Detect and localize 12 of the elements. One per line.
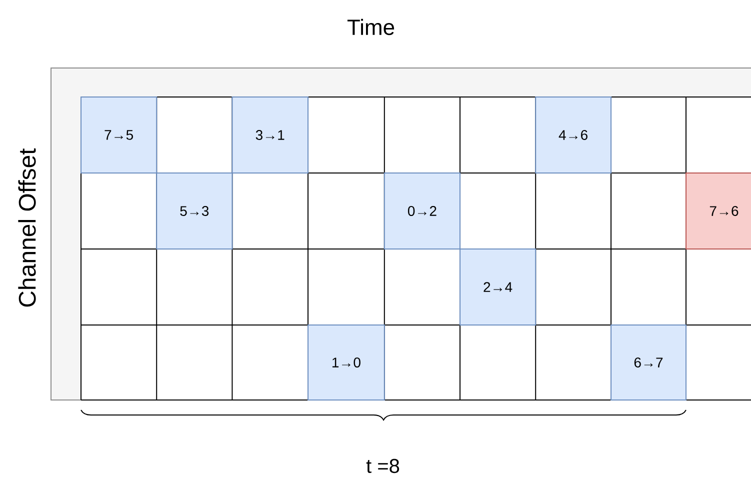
axis-title: Time — [347, 18, 394, 36]
table-cell: 7→5 — [80, 96, 158, 174]
table-cell: 2→4 — [460, 248, 536, 326]
brace-label: t =8 — [366, 458, 400, 474]
table-cell: 3→1 — [232, 96, 308, 174]
table-cell: 1→0 — [308, 324, 385, 400]
axis-title: Channel Offset — [18, 148, 36, 307]
table-cell: 6→7 — [610, 324, 686, 400]
table-cell: 5→3 — [156, 172, 233, 250]
table-cell: 7→6 — [686, 172, 751, 250]
table-cell: 0→2 — [384, 172, 460, 250]
table-cell: 4→6 — [535, 96, 612, 174]
